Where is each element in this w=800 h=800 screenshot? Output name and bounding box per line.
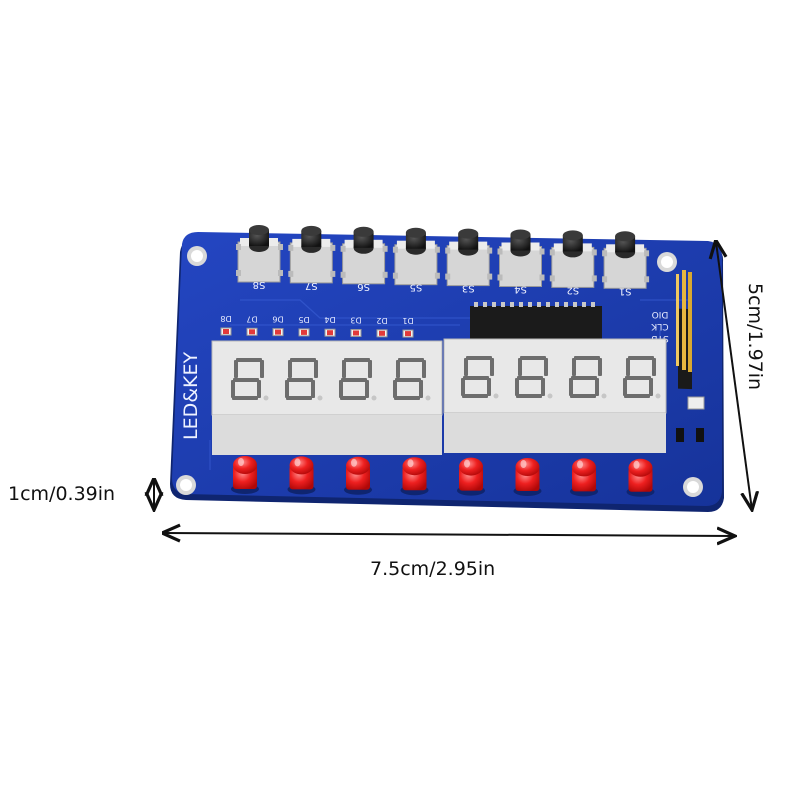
red-led <box>231 456 259 494</box>
button-label: S5 <box>410 282 423 293</box>
header-pin-label: DIO <box>652 309 669 319</box>
button-label: S2 <box>566 284 579 295</box>
status-led-label: D2 <box>376 316 387 325</box>
button-label: S1 <box>619 285 632 296</box>
tactile-button[interactable] <box>288 225 336 284</box>
red-led <box>570 458 598 497</box>
dimension-width-line <box>164 533 735 536</box>
status-led-label: D8 <box>220 314 231 323</box>
status-led-label: D5 <box>298 315 309 324</box>
digit <box>623 356 661 399</box>
status-led-label: D4 <box>324 315 335 324</box>
smd-status-led <box>272 328 284 337</box>
button-label: S4 <box>514 284 527 295</box>
header-pins <box>676 270 692 390</box>
button-labels: S8 S7 S6 S5 S3 S4 S2 S1 <box>253 279 632 296</box>
digit <box>285 358 323 401</box>
smd-components <box>676 396 705 442</box>
digit <box>339 358 377 401</box>
tactile-button[interactable] <box>549 230 597 288</box>
red-leds <box>231 456 655 497</box>
tactile-button[interactable] <box>602 231 650 289</box>
status-led-label: D6 <box>272 315 283 324</box>
red-led <box>344 456 372 495</box>
button-label: S6 <box>357 281 370 292</box>
mounting-hole <box>187 246 207 266</box>
tactile-button[interactable] <box>236 225 283 283</box>
digit <box>461 356 499 399</box>
mounting-hole <box>683 477 703 497</box>
red-led <box>513 458 542 496</box>
tactile-button[interactable] <box>340 226 388 285</box>
thickness-dimension-label: 1cm/0.39in <box>8 483 116 505</box>
mounting-hole <box>176 475 196 495</box>
smd-status-led <box>220 327 232 336</box>
width-dimension-label: 7.5cm/2.95in <box>370 558 496 580</box>
button-label: S3 <box>462 283 475 294</box>
status-leds: D8 D7 D6 D5 D4 D3 D2 D1 <box>220 314 414 338</box>
tactile-button[interactable] <box>445 228 493 287</box>
status-led-label: D7 <box>246 314 257 323</box>
smd-status-led <box>298 328 310 337</box>
button-label: S8 <box>253 279 266 290</box>
header-pin-label: STB <box>651 333 668 343</box>
tactile-button[interactable] <box>497 229 545 287</box>
smd-status-led <box>376 329 388 338</box>
status-led-label: D1 <box>402 316 413 325</box>
mounting-hole <box>657 252 677 272</box>
red-led <box>457 457 485 496</box>
smd-status-led <box>350 329 362 337</box>
board-label: LED&KEY <box>180 351 202 440</box>
tactile-buttons <box>236 225 650 289</box>
seven-segment-display <box>211 338 667 455</box>
button-label: S7 <box>305 280 318 291</box>
height-dimension-label: 5cm/1.97in <box>744 283 766 391</box>
digit <box>231 358 269 401</box>
header-pin-label: CLK <box>650 321 668 331</box>
smd-status-led <box>324 328 336 337</box>
red-led <box>400 457 429 496</box>
smd-status-led <box>402 329 414 338</box>
digit <box>393 358 431 401</box>
tactile-button[interactable] <box>392 227 440 286</box>
mounting-holes <box>176 246 703 497</box>
digit <box>569 356 607 399</box>
status-led-label: D3 <box>350 316 361 325</box>
digit <box>515 356 553 399</box>
dimension-height-line <box>716 242 752 510</box>
red-led <box>626 458 655 497</box>
smd-status-led <box>246 327 258 336</box>
header-pin-labels: DIO CLK STB <box>650 309 668 343</box>
red-led <box>287 456 316 495</box>
